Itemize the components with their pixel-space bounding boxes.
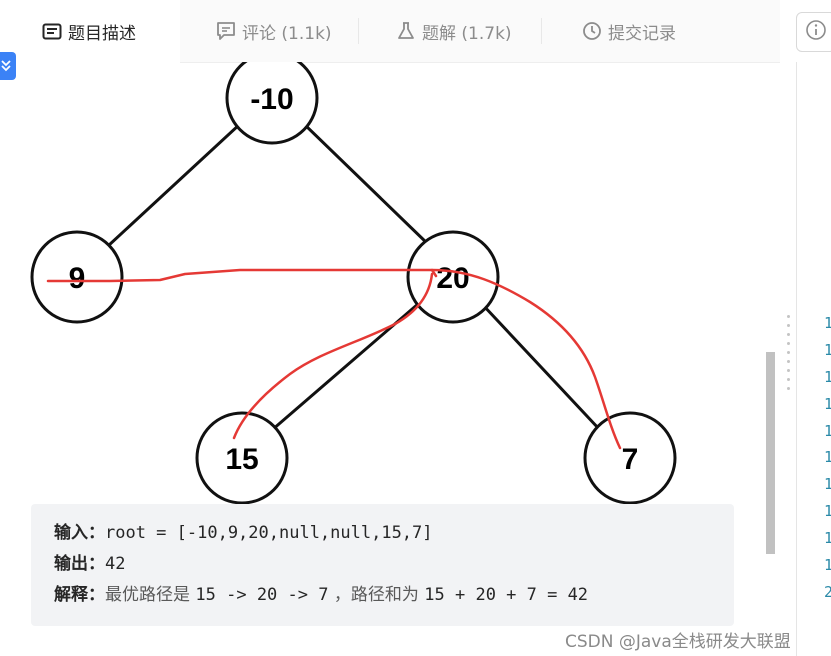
line-number: 1 [824, 448, 831, 467]
node-label: 7 [622, 443, 639, 476]
tab-description[interactable]: 题目描述 [0, 0, 180, 63]
line-number: 1 [824, 314, 831, 332]
tree-edge [480, 302, 602, 432]
description-icon [42, 22, 62, 42]
tree-node: 9 [30, 230, 124, 324]
example-output: 输出：42 [54, 554, 126, 574]
tree-node: -10 [225, 62, 319, 145]
example-block: 输入：root = [-10,9,20,null,null,15,7] 输出：4… [31, 504, 734, 626]
tab-label: 提交记录 [608, 23, 676, 44]
line-number: 1 [824, 529, 831, 548]
line-number: 1 [824, 340, 831, 359]
line-number: 1 [824, 475, 831, 494]
code-editor-panel[interactable] [796, 62, 831, 656]
tree-edge [302, 122, 432, 248]
tab-submissions[interactable]: 提交记录 [582, 0, 676, 62]
tab-label: 题解 (1.7k) [422, 23, 512, 44]
line-number: 2 [824, 582, 831, 601]
binary-tree-diagram: -10 9 20 15 7 [30, 62, 677, 505]
watermark: CSDN @Java全栈研发大联盟 [565, 632, 791, 652]
tab-solutions[interactable]: 题解 (1.7k) [396, 0, 512, 62]
line-number: 1 [824, 556, 831, 575]
tree-node: 7 [583, 411, 677, 505]
tab-label: 评论 (1.1k) [242, 23, 332, 44]
tab-bar: 题目描述 评论 (1.1k) 题解 (1.7k) 提交记录 [0, 0, 780, 63]
tab-divider [541, 18, 542, 44]
example-explanation: 解释：最优路径是 15 -> 20 -> 7 ，路径和为 15 + 20 + 7… [54, 585, 589, 605]
info-icon [805, 19, 827, 45]
editor-line-numbers: 1 1 1 1 1 1 1 1 1 1 2 [824, 310, 831, 606]
line-number: 1 [824, 502, 831, 521]
line-number: 1 [824, 421, 831, 440]
scrollbar-thumb[interactable] [766, 352, 775, 554]
path-annotation [430, 268, 622, 450]
comment-icon [216, 21, 236, 41]
tree-node: 15 [195, 411, 289, 505]
tree-edge [106, 122, 242, 248]
node-label: -10 [250, 83, 293, 116]
node-label: 15 [225, 443, 258, 476]
tab-comments[interactable]: 评论 (1.1k) [216, 0, 332, 62]
flask-icon [396, 21, 416, 41]
tree-node: 20 [406, 230, 500, 324]
side-tool-button[interactable] [0, 52, 16, 80]
tab-divider [358, 18, 359, 44]
node-label: 20 [436, 262, 469, 295]
example-input: 输入：root = [-10,9,20,null,null,15,7] [54, 523, 433, 543]
node-label: 9 [69, 262, 86, 295]
line-number: 1 [824, 367, 831, 386]
clock-icon [582, 21, 602, 41]
info-button[interactable] [796, 12, 831, 52]
path-annotation [232, 272, 434, 440]
chevron-down-icon [0, 57, 12, 76]
tab-label: 题目描述 [68, 24, 136, 44]
line-number: 1 [824, 394, 831, 413]
panel-resize-handle[interactable] [787, 315, 791, 396]
